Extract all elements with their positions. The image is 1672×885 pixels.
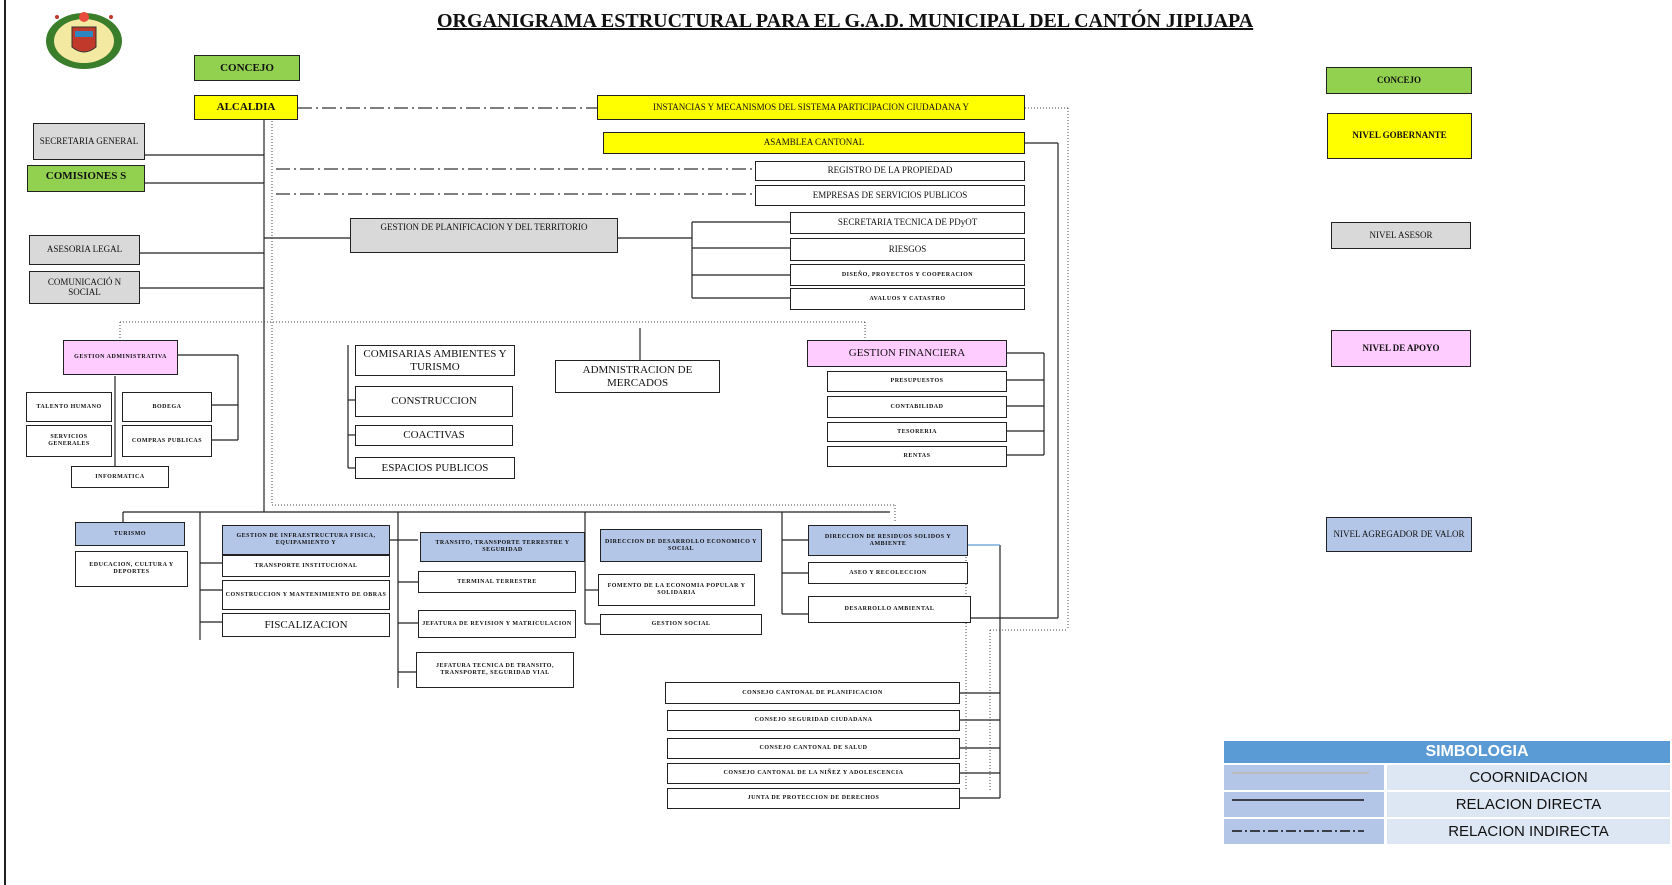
construccion-box: CONSTRUCCION (355, 386, 513, 417)
compras-publicas-box: COMPRAS PUBLICAS (122, 425, 212, 457)
planificacion-box: GESTION DE PLANIFICACION Y DEL TERRITORI… (350, 218, 618, 253)
tesoreria-box: TESORERIA (827, 422, 1007, 442)
secretaria-general-box: SECRETARIA GENERAL (33, 123, 145, 160)
legend-label: RELACION DIRECTA (1387, 792, 1670, 817)
legend-row-coordination: COORNIDACION (1224, 765, 1670, 790)
fiscalizacion-box: FISCALIZACION (222, 613, 390, 637)
rentas-box: RENTAS (827, 446, 1007, 467)
comunicacion-social-box: COMUNICACIÓ N SOCIAL (29, 271, 140, 304)
left-border (4, 0, 6, 885)
direct-line-symbol (1224, 792, 1384, 817)
level-gobernante-box: NIVEL GOBERNANTE (1327, 113, 1472, 159)
turismo-box: TURISMO (75, 522, 185, 546)
infraestructura-box: GESTION DE INFRAESTRUCTURA FISICA, EQUIP… (222, 525, 390, 555)
instancias-box: INSTANCIAS Y MECANISMOS DEL SISTEMA PART… (597, 95, 1025, 120)
bodega-box: BODEGA (122, 392, 212, 422)
asamblea-box: ASAMBLEA CANTONAL (603, 132, 1025, 154)
registro-box: REGISTRO DE LA PROPIEDAD (755, 161, 1025, 181)
fomento-box: FOMENTO DE LA ECONOMIA POPULAR Y SOLIDAR… (598, 574, 755, 606)
contabilidad-box: CONTABILIDAD (827, 396, 1007, 418)
consejo-seguridad-box: CONSEJO SEGURIDAD CIUDADANA (667, 710, 960, 731)
junta-proteccion-box: JUNTA DE PROTECCION DE DERECHOS (667, 788, 960, 809)
legend-label: RELACION INDIRECTA (1387, 819, 1670, 844)
alcaldia-box: ALCALDIA (194, 95, 298, 120)
consejo-salud-box: CONSEJO CANTONAL DE SALUD (667, 738, 960, 759)
coordination-line-symbol (1224, 765, 1384, 790)
servicios-generales-box: SERVICIOS GENERALES (26, 425, 112, 457)
comisiones-box: COMISIONES S (27, 165, 145, 192)
talento-humano-box: TALENTO HUMANO (26, 392, 112, 422)
municipal-coat-of-arms-icon (46, 12, 122, 69)
level-apoyo-box: NIVEL DE APOYO (1331, 330, 1471, 367)
gestion-administrativa-box: GESTION ADMINISTRATIVA (63, 340, 178, 375)
empresas-box: EMPRESAS DE SERVICIOS PUBLICOS (755, 185, 1025, 206)
presupuestos-box: PRESUPUESTOS (827, 371, 1007, 392)
coactivas-box: COACTIVAS (355, 425, 513, 446)
comisarias-box: COMISARIAS AMBIENTES Y TURISMO (355, 345, 515, 376)
aseo-box: ASEO Y RECOLECCION (808, 562, 968, 584)
legend: SIMBOLOGIA COORNIDACION RELACION DIRECTA… (1224, 741, 1670, 845)
mercados-box: ADMNISTRACION DE MERCADOS (555, 360, 720, 393)
desarrollo-ambiental-box: DESARROLLO AMBIENTAL (808, 596, 971, 623)
consejo-planificacion-box: CONSEJO CANTONAL DE PLANIFICACION (665, 682, 960, 704)
residuos-box: DIRECCION DE RESIDUOS SOLIDOS Y AMBIENTE (808, 525, 968, 556)
riesgos-box: RIESGOS (790, 238, 1025, 261)
espacios-publicos-box: ESPACIOS PUBLICOS (355, 457, 515, 479)
diseno-box: DISEÑO, PROYECTOS Y COOPERACION (790, 264, 1025, 286)
asesoria-legal-box: ASESORIA LEGAL (29, 235, 140, 265)
transito-box: TRANSITO, TRANSPORTE TERRESTRE Y SEGURID… (420, 532, 585, 562)
gestion-social-box: GESTION SOCIAL (600, 614, 762, 635)
avaluos-box: AVALUOS Y CATASTRO (790, 288, 1025, 310)
educacion-box: EDUCACION, CULTURA Y DEPORTES (75, 551, 188, 587)
legend-row-direct: RELACION DIRECTA (1224, 792, 1670, 817)
jefatura-tecnica-box: JEFATURA TECNICA DE TRANSITO, TRANSPORTE… (416, 652, 574, 688)
level-concejo-box: CONCEJO (1326, 67, 1472, 94)
legend-label: COORNIDACION (1387, 765, 1670, 790)
page-title: ORGANIGRAMA ESTRUCTURAL PARA EL G.A.D. M… (437, 10, 1254, 32)
level-agregador-box: NIVEL AGREGADOR DE VALOR (1326, 517, 1472, 552)
level-asesor-box: NIVEL ASESOR (1331, 222, 1471, 249)
legend-row-indirect: RELACION INDIRECTA (1224, 819, 1670, 844)
gestion-financiera-box: GESTION FINANCIERA (807, 340, 1007, 367)
construccion-obras-box: CONSTRUCCION Y MANTENIMIENTO DE OBRAS (222, 580, 390, 610)
desarrollo-box: DIRECCION DE DESARROLLO ECONOMICO Y SOCI… (600, 529, 762, 562)
terminal-box: TERMINAL TERRESTRE (418, 571, 576, 593)
legend-title: SIMBOLOGIA (1224, 741, 1670, 763)
consejo-ninez-box: CONSEJO CANTONAL DE LA NIÑEZ Y ADOLESCEN… (667, 763, 960, 784)
transporte-institucional-box: TRANSPORTE INSTITUCIONAL (222, 555, 390, 577)
revision-box: JEFATURA DE REVISION Y MATRICULACION (418, 610, 576, 638)
indirect-line-symbol (1224, 819, 1384, 844)
concejo-box: CONCEJO (194, 55, 300, 81)
pdyot-box: SECRETARIA TECNICA DE PDyOT (790, 212, 1025, 234)
informatica-box: INFORMATICA (71, 466, 169, 488)
